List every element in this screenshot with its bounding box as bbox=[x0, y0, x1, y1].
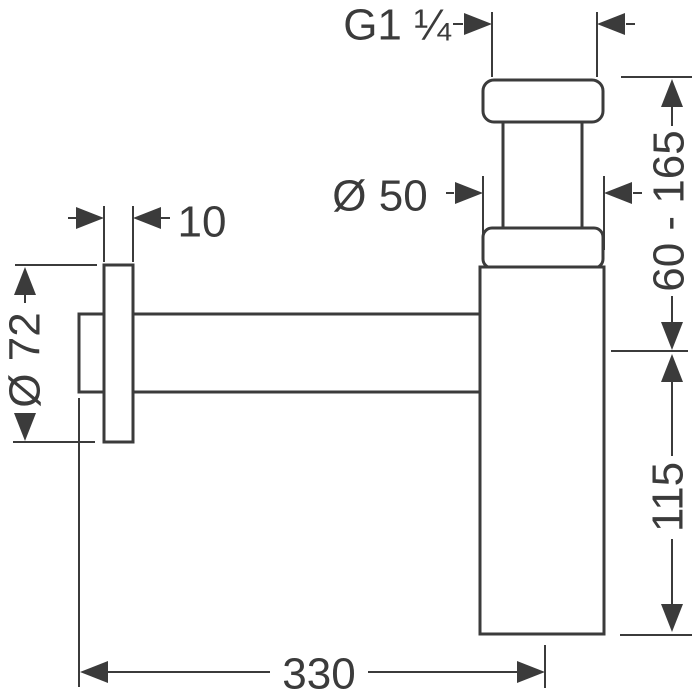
dim-d50-arrow-right-icon bbox=[455, 182, 483, 204]
dim-10-arrow-right-icon bbox=[76, 207, 104, 229]
dim-10-arrow-left-icon bbox=[133, 207, 161, 229]
dim-thread-arrow-right-icon bbox=[464, 13, 492, 35]
dim-d72-arrow-down-icon bbox=[14, 413, 36, 441]
dim-label-height-range: 60 - 165 bbox=[645, 130, 694, 291]
dim-label-diameter-50: Ø 50 bbox=[332, 172, 427, 221]
dim-115-arrow-down-icon bbox=[661, 604, 683, 632]
dim-label-diameter-72: Ø 72 bbox=[1, 312, 50, 407]
dim-label-flange-thickness: 10 bbox=[178, 198, 227, 247]
dim-height-range: 60 - 165 bbox=[611, 76, 694, 352]
dim-depth-115: 115 bbox=[620, 354, 693, 636]
wall-flange bbox=[102, 263, 135, 444]
wall-pipe bbox=[134, 312, 480, 394]
dim-d72-arrow-up-icon bbox=[14, 267, 36, 295]
dim-range-arrow-up-icon bbox=[661, 79, 683, 107]
product-outline bbox=[77, 78, 606, 636]
dim-label-thread: G1 ¼ bbox=[343, 1, 452, 50]
dim-330-arrow-left-icon bbox=[80, 661, 108, 683]
cap-nut bbox=[481, 78, 605, 124]
dim-label-depth-115: 115 bbox=[644, 462, 693, 532]
dim-diameter-50: Ø 50 bbox=[332, 172, 642, 250]
dim-330-arrow-right-icon bbox=[517, 661, 545, 683]
dim-diameter-72: Ø 72 bbox=[1, 264, 97, 443]
trap-body bbox=[478, 265, 606, 636]
dim-thread: G1 ¼ bbox=[343, 1, 635, 77]
mounting-collar bbox=[481, 226, 605, 270]
dim-115-arrow-up-icon bbox=[661, 354, 683, 382]
dim-flange-thickness: 10 bbox=[68, 198, 227, 262]
dim-d50-arrow-left-icon bbox=[604, 182, 632, 204]
dim-range-arrow-down-icon bbox=[661, 322, 683, 350]
wall-pipe-stub bbox=[77, 312, 106, 394]
dim-label-wall-distance: 330 bbox=[282, 650, 355, 699]
riser-tube bbox=[501, 122, 584, 228]
dim-wall-distance: 330 bbox=[78, 398, 546, 699]
dim-thread-arrow-left-icon bbox=[597, 13, 625, 35]
